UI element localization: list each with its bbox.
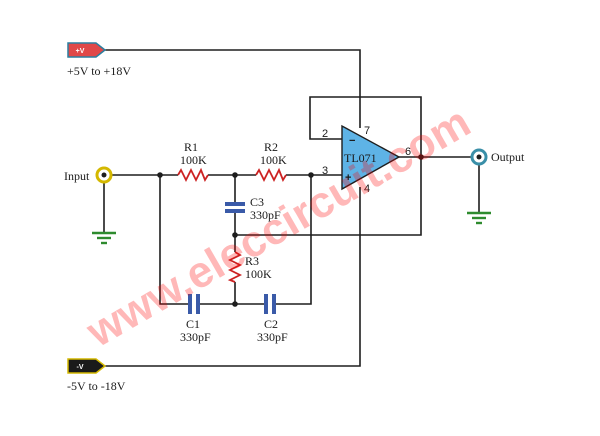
- input-label: Input: [64, 169, 90, 183]
- pin-3-label: 3: [322, 165, 328, 177]
- pin-6-label: 6: [405, 146, 411, 158]
- c3-ref: C3: [250, 195, 264, 209]
- capacitor-c2: [264, 294, 276, 314]
- resistor-r3: [227, 251, 243, 283]
- input-jack[interactable]: [95, 166, 113, 184]
- r3-ref: R3: [245, 254, 259, 268]
- junctions: [157, 154, 424, 307]
- wires: [103, 49, 480, 367]
- opamp-minus-sign: −: [349, 135, 355, 147]
- ground-symbol-input: [92, 231, 116, 245]
- c3-value: 330pF: [250, 208, 281, 222]
- supply-neg-tag: -V: [67, 358, 107, 374]
- output-jack[interactable]: [470, 148, 488, 166]
- junction-dot: [308, 172, 314, 178]
- output-label: Output: [491, 150, 525, 164]
- supply-pos-tag-text: +V: [76, 48, 85, 55]
- r2-ref: R2: [264, 140, 278, 154]
- r1-ref: R1: [184, 140, 198, 154]
- junction-dot: [157, 172, 163, 178]
- vminus-wire: [105, 187, 361, 367]
- supply-pos-range: +5V to +18V: [67, 64, 131, 78]
- c2-value: 330pF: [257, 330, 288, 344]
- c1-ref: C1: [186, 317, 200, 331]
- resistor-r2: [255, 167, 287, 183]
- resistor-r1: [177, 167, 209, 183]
- pin-4-label: 4: [364, 183, 370, 195]
- opamp-plus-sign: +: [345, 172, 351, 184]
- opamp-name: TL071: [344, 151, 377, 165]
- opamp-tl071: − + TL071: [341, 124, 401, 191]
- supply-pos-tag: +V: [67, 42, 107, 58]
- junction-dot: [232, 232, 238, 238]
- ground-symbol-output: [467, 211, 491, 225]
- junction-dot: [232, 172, 238, 178]
- r1-value: 100K: [180, 153, 207, 167]
- supply-neg-range: -5V to -18V: [67, 379, 126, 393]
- capacitor-c3: [225, 202, 245, 213]
- capacitor-c1: [188, 294, 200, 314]
- vplus-wire: [105, 49, 361, 128]
- junction-dot: [418, 154, 424, 160]
- pin-2-label: 2: [322, 128, 328, 140]
- r2-value: 100K: [260, 153, 287, 167]
- c2-ref: C2: [264, 317, 278, 331]
- r3-value: 100K: [245, 267, 272, 281]
- c1-value: 330pF: [180, 330, 211, 344]
- watermark-text: www.eleccircuit.com: [78, 97, 479, 357]
- pin-7-label: 7: [364, 125, 370, 137]
- junction-dot: [232, 301, 238, 307]
- supply-neg-tag-text: -V: [77, 364, 84, 371]
